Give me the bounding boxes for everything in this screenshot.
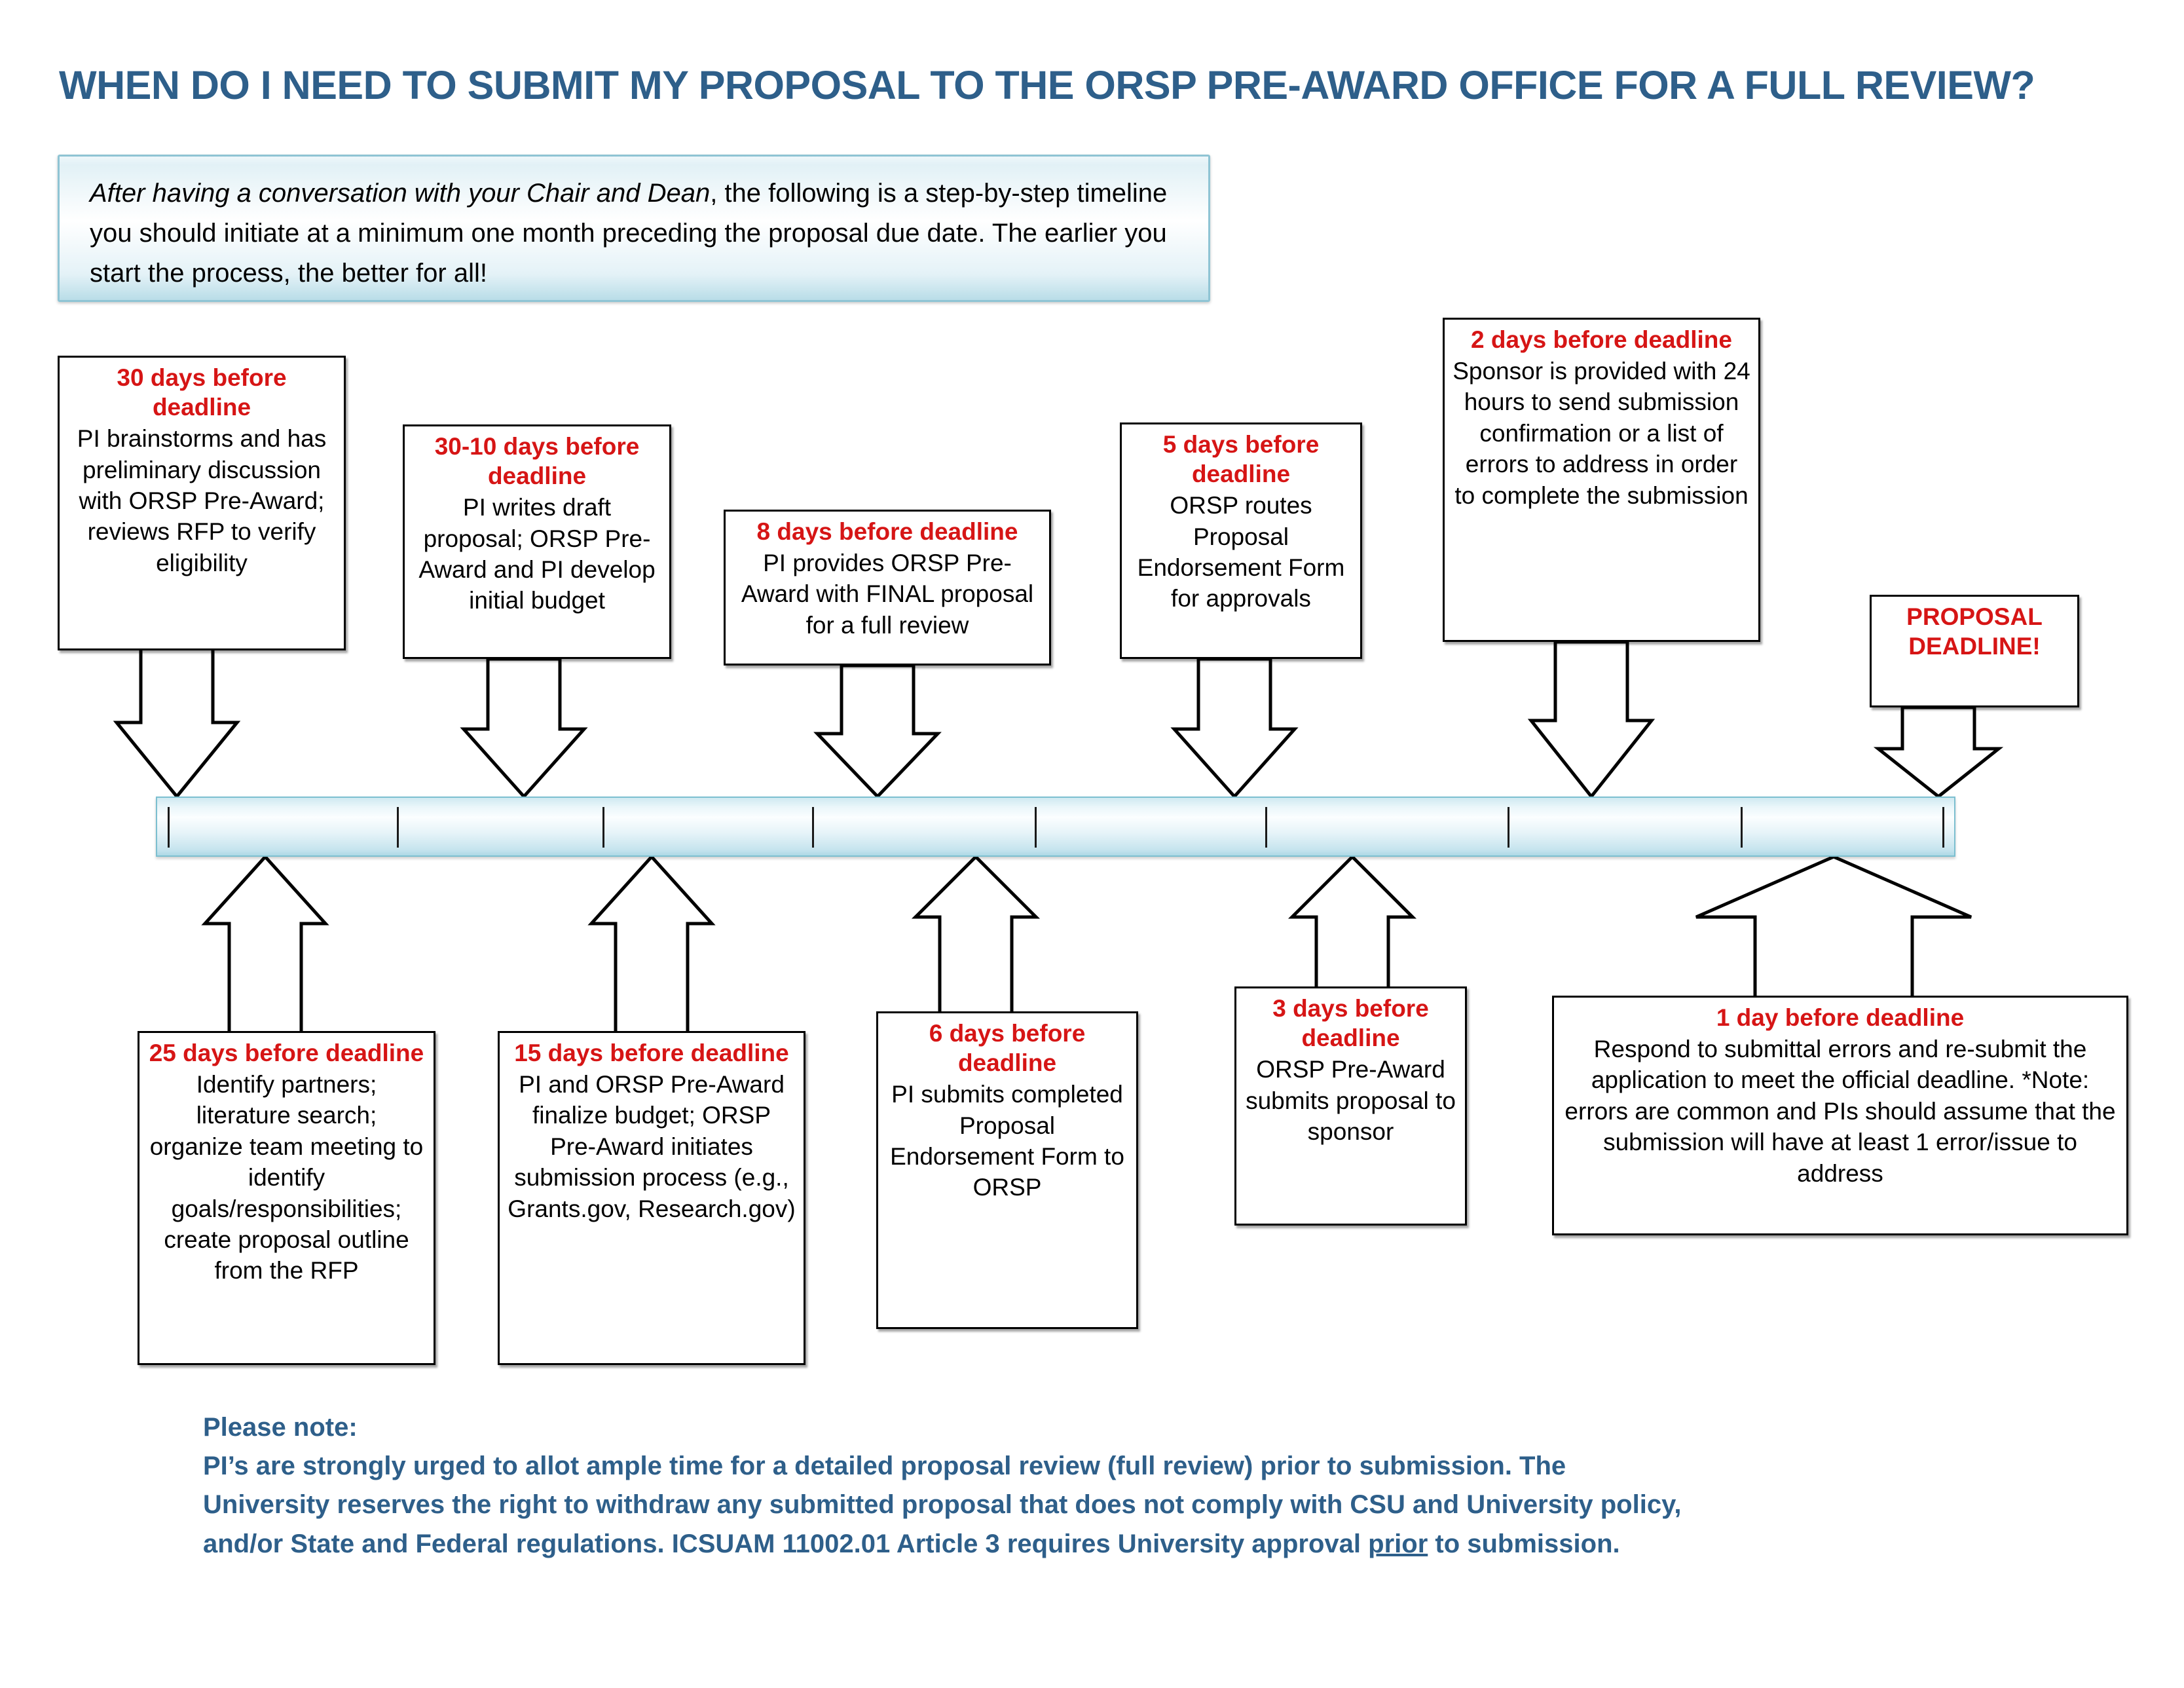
arrow-down-5-days: [1170, 657, 1299, 799]
callout-body: Sponsor is provided with 24 hours to sen…: [1453, 358, 1750, 509]
callout-heading: 8 days before deadline: [756, 518, 1018, 545]
footer-note-line-2: PI’s are strongly urged to allot ample t…: [203, 1452, 1566, 1481]
callout-body: PI and ORSP Pre-Award finalize budget; O…: [508, 1071, 796, 1222]
callout-body: ORSP routes Proposal Endorsement Form fo…: [1137, 492, 1345, 612]
callout-5-days[interactable]: 5 days before deadline ORSP routes Propo…: [1120, 422, 1362, 659]
callout-heading: 30-10 days before deadline: [434, 433, 640, 490]
callout-body: PI brainstorms and has preliminary discu…: [77, 425, 327, 576]
arrow-up-15-days: [587, 854, 716, 1036]
footer-note-emphasis-prior: prior: [1368, 1529, 1428, 1558]
arrow-up-6-days: [911, 854, 1041, 1016]
timeline-tick: [1265, 807, 1267, 848]
arrow-down-30-days: [113, 647, 241, 799]
arrow-down-2-days: [1527, 640, 1656, 800]
callout-body: Respond to submittal errors and re-submi…: [1564, 1036, 2116, 1187]
footer-note-line-4-post: to submission.: [1428, 1529, 1620, 1558]
callout-heading: 5 days before deadline: [1162, 431, 1320, 488]
timeline-tick: [397, 807, 399, 848]
callout-3-days[interactable]: 3 days before deadline ORSP Pre-Award su…: [1234, 986, 1467, 1226]
callout-heading: 2 days before deadline: [1471, 326, 1732, 353]
arrow-down-8-days: [813, 664, 942, 799]
callout-heading: 25 days before deadline: [149, 1040, 424, 1066]
timeline-tick: [1942, 807, 1944, 848]
callout-heading: 3 days before deadline: [1272, 995, 1429, 1052]
timeline-tick: [168, 807, 170, 848]
callout-body: ORSP Pre-Award submits proposal to spons…: [1246, 1056, 1456, 1145]
arrow-down-30-10-days: [460, 657, 588, 799]
callout-heading: 6 days before deadline: [929, 1020, 1086, 1077]
callout-body: PI submits completed Proposal Endorsemen…: [890, 1081, 1124, 1201]
callout-30-days[interactable]: 30 days before deadline PI brainstorms a…: [58, 356, 346, 650]
footer-note: Please note: PI’s are strongly urged to …: [203, 1408, 1971, 1564]
callout-proposal-deadline[interactable]: PROPOSAL DEADLINE!: [1870, 595, 2079, 707]
intro-emphasis-text: After having a conversation with your Ch…: [90, 179, 711, 208]
callout-25-days[interactable]: 25 days before deadline Identify partner…: [138, 1031, 435, 1365]
footer-note-line-4: and/or State and Federal regulations. IC…: [203, 1525, 1971, 1564]
arrow-down-proposal-deadline: [1873, 705, 2004, 799]
footer-note-line-3: University reserves the right to withdra…: [203, 1490, 1682, 1520]
intro-rest-text: , the following is a step-by-step timeli…: [90, 179, 1168, 288]
footer-note-line-1: Please note:: [203, 1413, 358, 1442]
callout-body: PI provides ORSP Pre-Award with FINAL pr…: [741, 550, 1034, 639]
callout-15-days[interactable]: 15 days before deadline PI and ORSP Pre-…: [498, 1031, 805, 1365]
callout-heading: 15 days before deadline: [514, 1040, 789, 1066]
arrow-up-3-days: [1287, 854, 1417, 991]
timeline-tick: [602, 807, 604, 848]
timeline-tick: [1741, 807, 1743, 848]
footer-note-line-4-pre: and/or State and Federal regulations. IC…: [203, 1529, 1369, 1558]
callout-2-days[interactable]: 2 days before deadline Sponsor is provid…: [1443, 318, 1760, 642]
callout-1-day[interactable]: 1 day before deadline Respond to submitt…: [1552, 996, 2128, 1235]
callout-body: Identify partners; literature search; or…: [149, 1071, 424, 1285]
callout-6-days[interactable]: 6 days before deadline PI submits comple…: [876, 1011, 1138, 1329]
callout-heading: 30 days before deadline: [117, 364, 287, 421]
callout-30-10-days[interactable]: 30-10 days before deadline PI writes dra…: [403, 424, 671, 659]
intro-callout-text: After having a conversation with your Ch…: [90, 174, 1190, 293]
page-title: WHEN DO I NEED TO SUBMIT MY PROPOSAL TO …: [59, 63, 2035, 107]
timeline-tick: [812, 807, 814, 848]
arrow-up-1-day: [1695, 855, 1972, 1000]
timeline-tick: [1508, 807, 1509, 848]
timeline-bar: [156, 797, 1955, 857]
callout-8-days[interactable]: 8 days before deadline PI provides ORSP …: [724, 510, 1051, 666]
intro-callout-box: After having a conversation with your Ch…: [58, 155, 1210, 302]
callout-heading: 1 day before deadline: [1716, 1004, 1965, 1031]
callout-heading: PROPOSAL DEADLINE!: [1906, 603, 2043, 660]
timeline-tick: [1035, 807, 1037, 848]
arrow-up-25-days: [201, 854, 329, 1036]
callout-body: PI writes draft proposal; ORSP Pre-Award…: [418, 494, 656, 614]
